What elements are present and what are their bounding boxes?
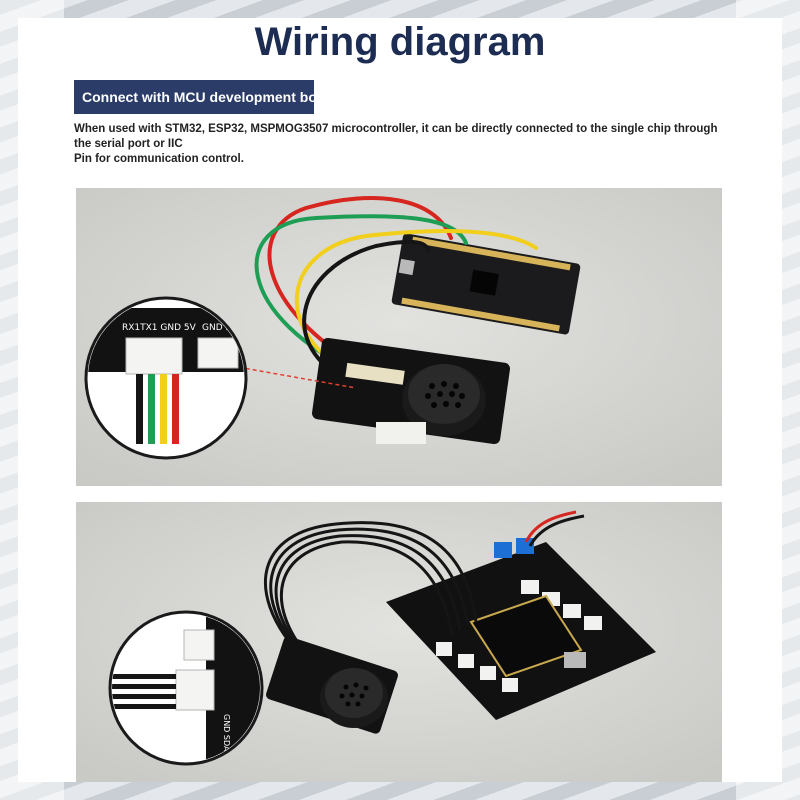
wiring-photo-iic: GND SDA SCL 5V bbox=[76, 502, 722, 782]
pin-label-serial: RX1TX1 GND 5V bbox=[122, 323, 197, 333]
wiring-photo-serial: RX1TX1 GND 5V GND S bbox=[76, 188, 722, 486]
speaker-module-2 bbox=[266, 636, 398, 734]
description: When used with STM32, ESP32, MSPMOG3507 … bbox=[74, 122, 734, 167]
iic-wires bbox=[263, 521, 478, 657]
mcu-board bbox=[391, 233, 581, 335]
description-line-1: When used with STM32, ESP32, MSPMOG3507 … bbox=[74, 123, 718, 150]
page-title: Wiring diagram bbox=[254, 20, 546, 64]
pin-label-right: GND S bbox=[202, 323, 231, 333]
section-banner: Connect with MCU development board bbox=[74, 80, 339, 114]
speaker-module bbox=[311, 337, 511, 445]
pin-label-iic: GND SDA SCL 5V bbox=[222, 714, 231, 782]
product-sheet: Wiring diagram Connect with MCU developm… bbox=[18, 18, 782, 782]
connector-zoom-inset: RX1TX1 GND 5V GND S bbox=[84, 296, 248, 460]
description-line-2: Pin for communication control. bbox=[74, 153, 244, 165]
expansion-board bbox=[386, 538, 656, 720]
serial-wires bbox=[254, 196, 538, 384]
